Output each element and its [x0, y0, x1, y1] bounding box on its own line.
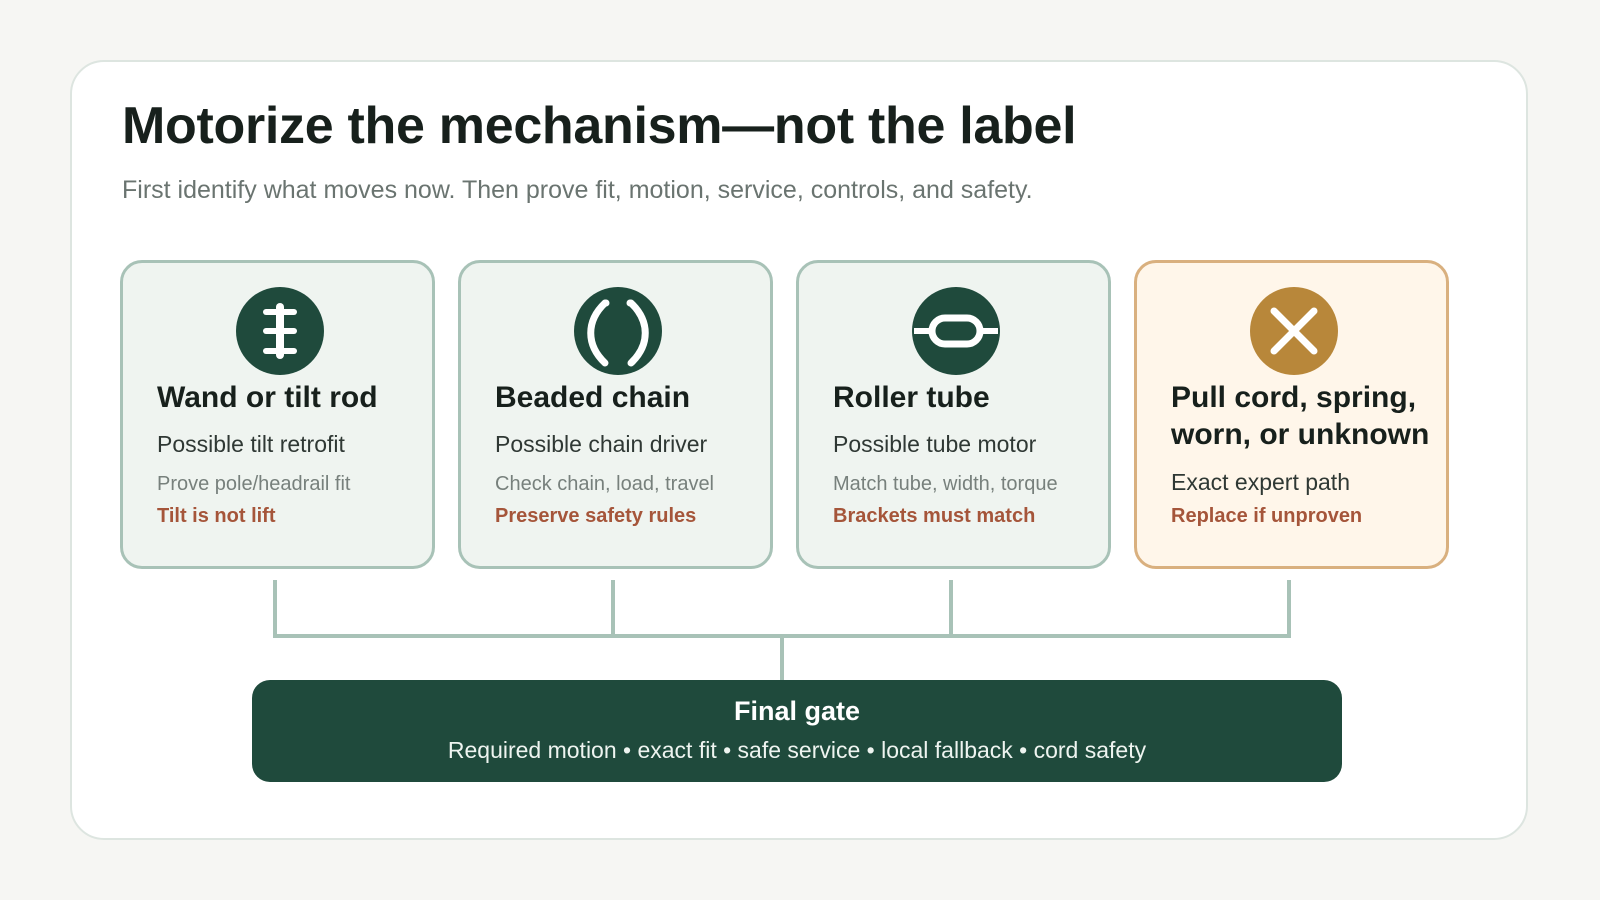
card-subtitle: Exact expert path: [1171, 469, 1350, 495]
card-wand-tilt-rod: Wand or tilt rod Possible tilt retrofit …: [120, 260, 435, 569]
card-note: Match tube, width, torque: [833, 473, 1058, 495]
final-gate-title: Final gate: [733, 696, 861, 726]
card-subtitle: Possible tilt retrofit: [157, 431, 345, 457]
tilt-rod-icon: [236, 287, 324, 375]
card-warning: Preserve safety rules: [495, 505, 697, 527]
card-title: Pull cord, spring, worn, or unknown: [1171, 381, 1430, 451]
card-warning: Brackets must match: [833, 505, 1036, 527]
diagram-panel: Motorize the mechanism—not the label Fir…: [70, 60, 1528, 840]
roller-tube-icon: [912, 287, 1000, 375]
card-subtitle: Possible chain driver: [495, 431, 708, 457]
page-subtitle: First identify what moves now. Then prov…: [122, 176, 1033, 204]
card-pull-cord-unknown: Pull cord, spring, worn, or unknown Exac…: [1134, 260, 1449, 569]
card-warning: Tilt is not lift: [157, 505, 276, 527]
card-note: Prove pole/headrail fit: [157, 473, 351, 495]
final-gate: Final gate Required motion • exact fit •…: [252, 680, 1342, 782]
card-title: Beaded chain: [495, 381, 691, 414]
page-title: Motorize the mechanism—not the label: [122, 97, 1077, 155]
card-warning: Replace if unproven: [1171, 505, 1363, 527]
card-note: Check chain, load, travel: [495, 473, 715, 495]
card-title: Roller tube: [833, 381, 990, 414]
card-beaded-chain: Beaded chain Possible chain driver Check…: [458, 260, 773, 569]
card-subtitle: Possible tube motor: [833, 431, 1037, 457]
card-title: Wand or tilt rod: [157, 381, 378, 414]
final-gate-items: Required motion • exact fit • safe servi…: [447, 737, 1147, 763]
beaded-chain-icon: [574, 287, 662, 375]
x-mark-icon: [1250, 287, 1338, 375]
card-roller-tube: Roller tube Possible tube motor Match tu…: [796, 260, 1111, 569]
